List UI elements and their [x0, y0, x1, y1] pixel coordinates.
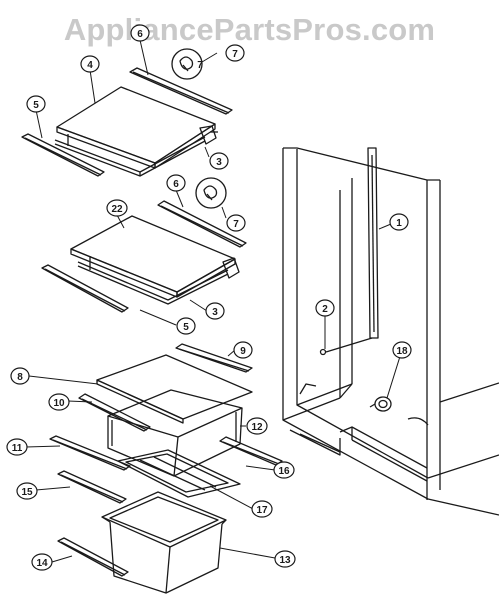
callout-bubble-11 [6, 438, 28, 456]
crisper-cover-glass [96, 354, 253, 424]
top-shelf-frame [54, 125, 218, 177]
callout-17: 17 [256, 505, 268, 516]
refrigerator-cabinet [282, 147, 499, 516]
callout-bubble-18 [392, 341, 412, 359]
callout-bubble-16 [273, 461, 295, 479]
callout-bubble-6b [166, 174, 186, 192]
callout-bubble-3b [205, 302, 225, 320]
callout-2: 2 [322, 304, 328, 315]
callout-4: 4 [87, 60, 93, 71]
callout-18: 18 [396, 346, 408, 357]
callout-bubble-15 [16, 482, 38, 500]
callout-5b: 5 [183, 322, 189, 333]
shelf-ladder-rail [367, 147, 379, 339]
top-shelf-front-trim [21, 133, 105, 177]
callout-7a: 7 [232, 49, 238, 60]
middle-shelf-frame [77, 256, 240, 305]
callout-bubble-10 [48, 393, 70, 411]
callout-bubble-5b [176, 317, 196, 335]
callout-bubble-7b [226, 214, 246, 232]
middle-shelf-glass [70, 215, 236, 298]
callout-14: 14 [36, 558, 48, 569]
drawer-slide-left [49, 435, 131, 471]
callout-9: 9 [240, 346, 246, 357]
callout-bubble-4 [80, 55, 100, 73]
middle-shelf-rear-trim [157, 200, 247, 248]
callout-bubble-8 [10, 367, 30, 385]
callout-bubble-5a [26, 95, 46, 113]
callout-bubble-22 [106, 199, 128, 217]
callout-bubble-3a [209, 152, 229, 170]
callout-bubble-9 [233, 341, 253, 359]
callout-10: 10 [53, 398, 65, 409]
callout-bubble-13 [274, 550, 296, 568]
callout-6b: 6 [173, 179, 179, 190]
middle-shelf-clip [195, 177, 227, 209]
callout-bubble-6a [130, 24, 150, 42]
callout-12: 12 [251, 422, 263, 433]
callout-5a: 5 [33, 100, 39, 111]
callout-numbers: 4 6 5 3 7 7 22 6 7 3 5 1 2 18 8 9 10 11 … [12, 29, 408, 569]
callout-bubble-7a [225, 44, 245, 62]
callout-bubble-2 [315, 299, 335, 317]
callout-7b: 7 [233, 219, 239, 230]
middle-shelf-front-trim [41, 264, 129, 313]
callout-bubble-1 [389, 213, 409, 231]
drawer-slide-right [219, 436, 283, 466]
callout-bubble-12 [246, 417, 268, 435]
callout-3b: 3 [212, 307, 218, 318]
callout-6a: 6 [137, 29, 143, 40]
watermark-text: AppliancePartsPros.com [63, 12, 436, 47]
callout-bubble-14 [31, 553, 53, 571]
leader-lines [25, 39, 403, 563]
callout-11: 11 [12, 443, 23, 454]
callout-13: 13 [279, 555, 291, 566]
callout-15: 15 [21, 487, 33, 498]
crisper-cover-rear-trim [175, 343, 253, 373]
callout-16: 16 [278, 466, 290, 477]
top-shelf-rear-trim [129, 67, 233, 115]
callout-22: 22 [111, 204, 123, 215]
callout-1: 1 [396, 218, 402, 229]
bottom-slide-rail [57, 537, 129, 577]
lower-crisper-drawer [101, 491, 227, 594]
callout-8: 8 [17, 372, 23, 383]
cabinet-knob [369, 396, 392, 412]
callout-bubble-17 [251, 500, 273, 518]
rail-screw [319, 337, 373, 356]
callout-bubbles [6, 24, 412, 571]
callout-3a: 3 [216, 157, 222, 168]
callout-7-inline: 7 [197, 60, 203, 71]
lower-slide-rail [57, 470, 127, 504]
crisper-support-frame [117, 449, 241, 498]
top-shelf-clip [171, 48, 203, 80]
